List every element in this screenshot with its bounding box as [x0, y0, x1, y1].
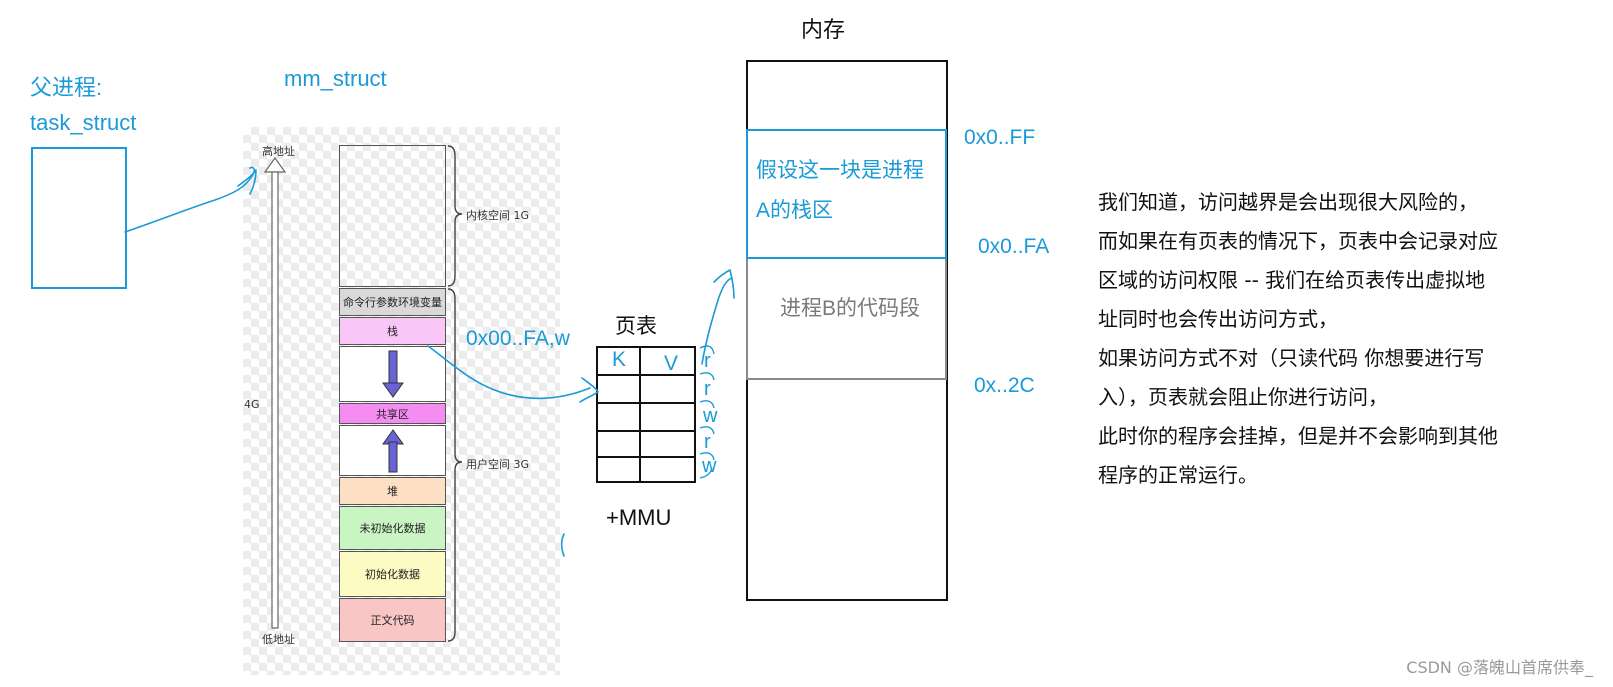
explanation-line: 我们知道，访问越界是会出现很大风险的，	[1098, 190, 1478, 214]
address-ff-label: 0x0..FF	[964, 126, 1036, 149]
explanation-line: 址同时也会传出访问方式，	[1098, 307, 1338, 331]
bss-segment: 未初始化数据	[339, 506, 446, 550]
explanation-line: 区域的访问权限 -- 我们在给页表传出虚拟地	[1098, 268, 1486, 292]
explanation-text: 我们知道，访问越界是会出现很大风险的， 而如果在有页表的情况下，页表中会记录对应…	[1098, 183, 1598, 495]
task-to-mm-connector	[124, 166, 255, 233]
explanation-line: 入），页表就会阻止你进行访问，	[1098, 385, 1388, 409]
permission-brackets	[699, 345, 715, 479]
process-a-stack-text: 假设这一块是进程A的栈区	[756, 159, 924, 222]
heap-grow-area	[339, 425, 446, 476]
permission-r: r	[704, 350, 711, 372]
page-table-v-header: V	[664, 352, 679, 375]
down-arrow-icon	[381, 350, 404, 398]
process-b-code-text: 进程B的代码段	[780, 297, 921, 320]
stack-to-pagetable-connector	[427, 345, 591, 400]
text-segment: 正文代码	[339, 598, 446, 642]
task-struct-box	[31, 147, 127, 289]
high-address-label: 高地址	[262, 145, 295, 158]
stack-grow-area	[339, 346, 446, 402]
stack-segment: 栈	[339, 317, 446, 345]
explanation-line: 而如果在有页表的情况下，页表中会记录对应	[1098, 229, 1498, 253]
region-braces	[447, 145, 463, 642]
heap-segment: 堆	[339, 477, 446, 505]
permission-r: r	[704, 378, 711, 400]
page-table-grid	[596, 346, 696, 483]
pagetable-to-memory-connector	[701, 277, 733, 365]
user-space-label: 用户空间 3G	[466, 458, 530, 471]
task-struct-label: task_struct	[30, 110, 137, 135]
parent-process-label: 父进程:	[30, 75, 103, 100]
mm-struct-title: mm_struct	[284, 66, 387, 91]
permission-w: w	[703, 405, 718, 427]
watermark: CSDN @落魄山首席供奉_	[1406, 658, 1593, 677]
explanation-line: 程序的正常运行。	[1098, 463, 1258, 487]
explanation-line: 如果访问方式不对（只读代码 你想要进行写	[1098, 346, 1485, 370]
mmu-label: +MMU	[606, 505, 672, 530]
process-b-code-block	[746, 259, 947, 380]
address-fa-label: 0x0..FA	[978, 235, 1050, 258]
address-2c-label: 0x..2C	[974, 374, 1035, 397]
data-segment: 初始化数据	[339, 551, 446, 597]
low-address-label: 低地址	[262, 633, 295, 646]
stack-va-annotation: 0x00..FA,w	[466, 327, 570, 350]
permission-w: w	[702, 455, 717, 477]
page-table-title: 页表	[615, 315, 657, 338]
process-a-stack-block: 假设这一块是进程A的栈区	[746, 129, 947, 259]
pt-cell	[639, 456, 696, 483]
shared-segment: 共享区	[339, 403, 446, 424]
memory-title: 内存	[801, 17, 846, 42]
permission-r: r	[704, 431, 711, 453]
explanation-line: 此时你的程序会挂掉，但是并不会影响到其他	[1098, 424, 1498, 448]
kernel-segment	[339, 145, 446, 287]
kernel-space-label: 内核空间 1G	[466, 209, 530, 222]
args-env-segment: 命令行参数环境变量	[339, 288, 446, 316]
up-arrow-icon	[381, 428, 404, 472]
size-4g-label: 4G	[244, 398, 260, 411]
address-axis-arrow	[264, 156, 286, 629]
page-table-k-header: K	[612, 348, 627, 371]
